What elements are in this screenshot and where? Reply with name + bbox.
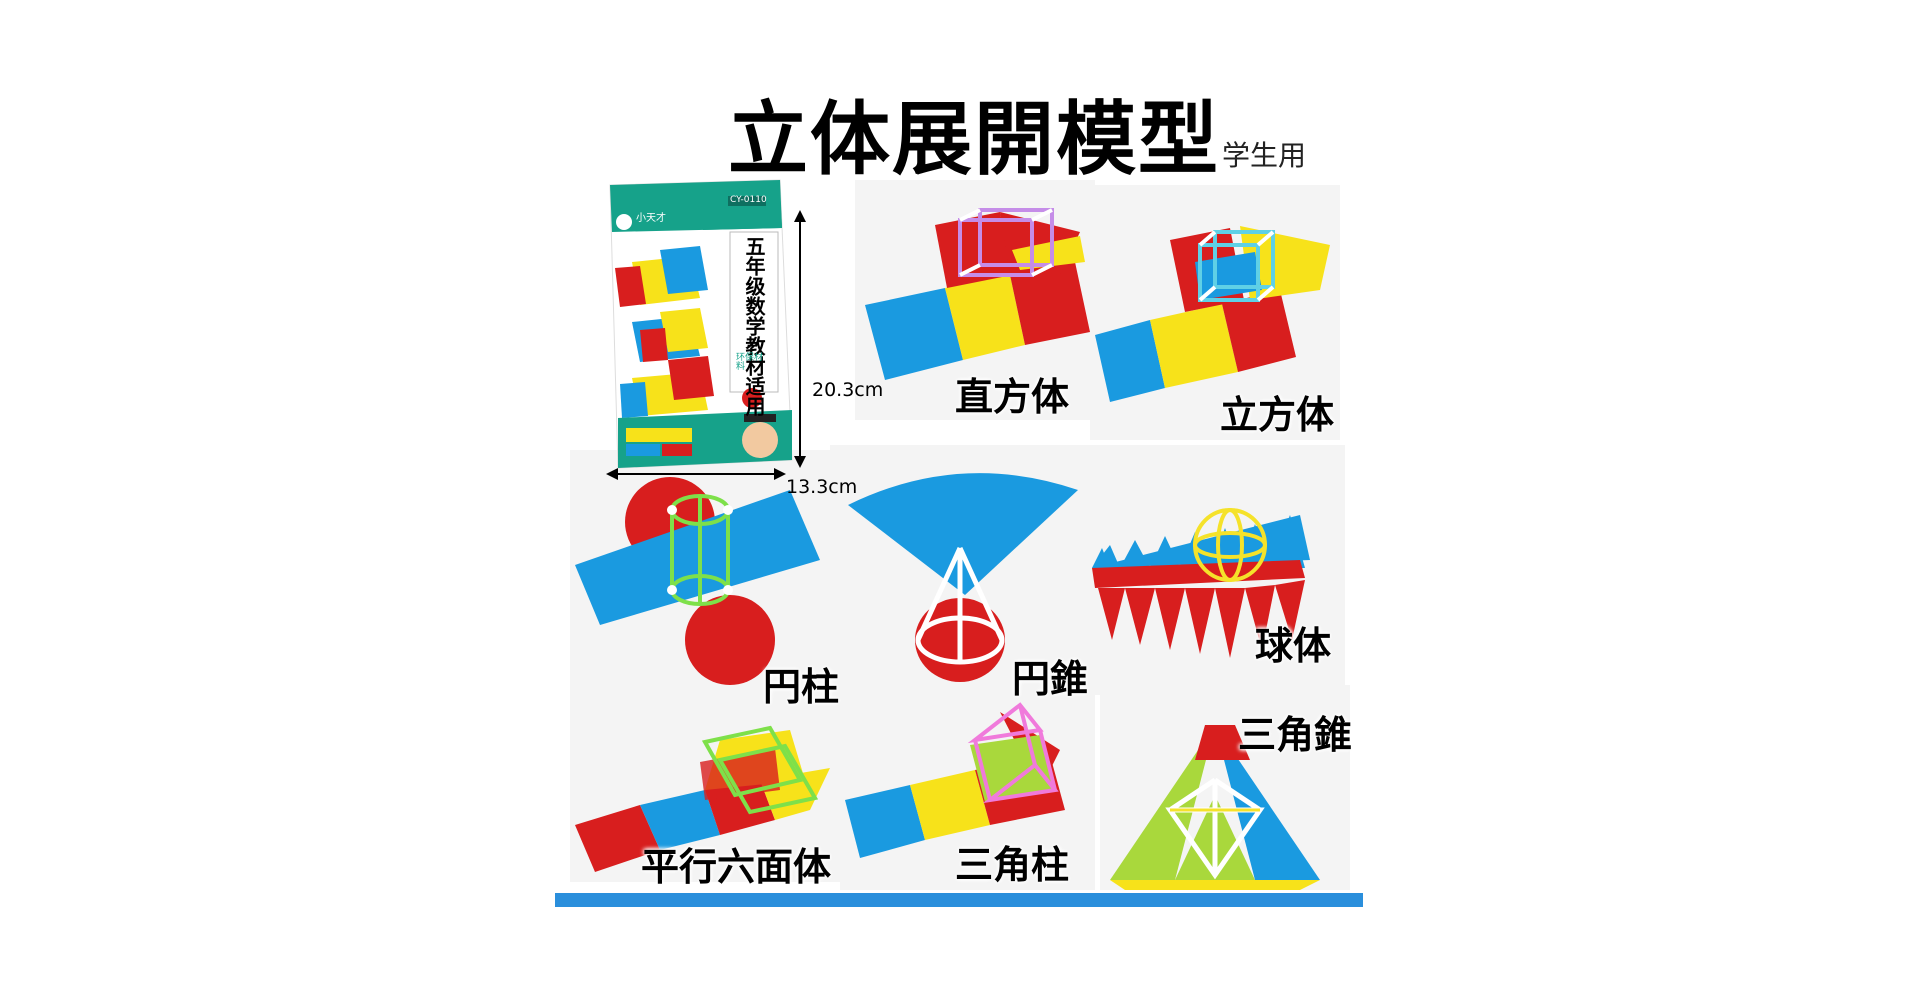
label-cylinder: 円柱	[763, 665, 840, 709]
label-cube: 立方体	[1220, 393, 1335, 437]
label-cuboid: 直方体	[955, 375, 1070, 419]
package-box	[606, 179, 806, 480]
accent-bar	[555, 893, 1363, 907]
cube-net	[1095, 226, 1330, 402]
triangular-prism-net	[845, 702, 1065, 858]
cuboid-net	[865, 208, 1090, 380]
cone-net	[848, 473, 1078, 682]
parallelepiped-net	[575, 725, 830, 872]
label-sphere: 球体	[1255, 624, 1332, 668]
label-cone: 円錐	[1012, 657, 1089, 701]
triangular-pyramid-net	[1110, 725, 1320, 890]
label-triangular-pyramid: 三角錐	[1238, 713, 1353, 757]
width-dimension-label: 13.3cm	[786, 476, 858, 498]
label-triangular-prism: 三角柱	[955, 843, 1070, 887]
label-parallelepiped: 平行六面体	[641, 845, 832, 889]
package-code: CY-0110	[730, 195, 767, 205]
package-eco-badge: 环保材料	[736, 353, 764, 372]
page-subtitle: 学生用	[1222, 139, 1307, 172]
height-dimension-label: 20.3cm	[812, 379, 884, 401]
package-brand: 小天才	[636, 213, 666, 224]
package-grade-line: 五年级数学教材适用	[742, 236, 766, 416]
cylinder-net	[575, 477, 820, 685]
page-title: 立体展開模型	[728, 93, 1220, 186]
sphere-net	[1092, 508, 1310, 658]
